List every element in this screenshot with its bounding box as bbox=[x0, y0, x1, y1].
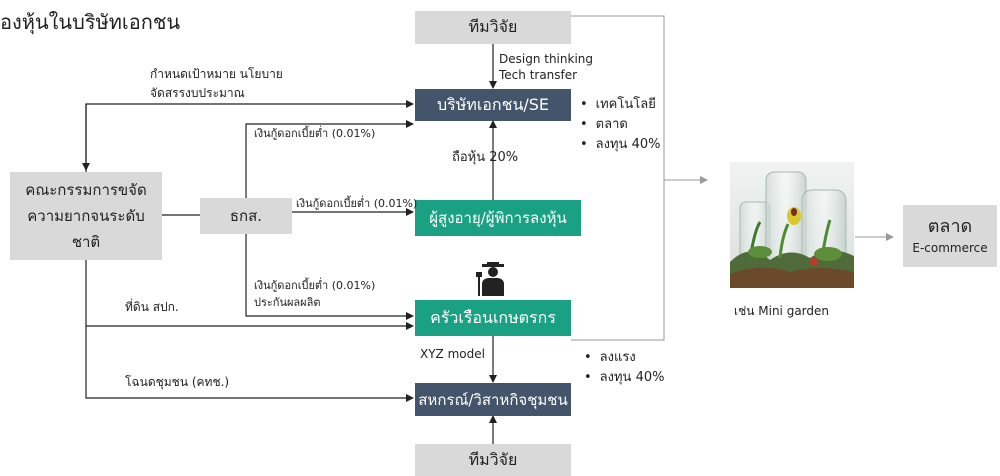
market-box: ตลาด E-commerce bbox=[903, 205, 997, 267]
page-title: องหุ้นในบริษัทเอกชน bbox=[0, 10, 181, 34]
label-loan-elderly: เงินกู้ดอกเบี้ยต่ำ (0.01%) bbox=[296, 197, 418, 210]
label-tech-transfer: Tech transfer bbox=[499, 68, 578, 82]
arrow-baac-farmers bbox=[245, 234, 414, 320]
farmers-box: ครัวเรือนเกษตรกร bbox=[415, 300, 571, 336]
bracket-line bbox=[571, 15, 665, 341]
label-loan-company: เงินกู้ดอกเบี้ยต่ำ (0.01%) bbox=[254, 127, 376, 140]
label-share: ถือหุ้น 20% bbox=[452, 150, 519, 165]
label-design-thinking: Design thinking bbox=[499, 52, 594, 66]
market-title: ตลาด bbox=[927, 216, 973, 237]
coop-points: ลงแรง ลงทุน 40% bbox=[584, 348, 665, 388]
market-subtitle: E-commerce bbox=[912, 241, 988, 255]
farmer-icon bbox=[476, 262, 504, 296]
company-points: เทคโนโลยี ตลาด ลงทุน 40% bbox=[580, 95, 661, 155]
label-loan-farmers: เงินกู้ดอกเบี้ยต่ำ (0.01%) bbox=[254, 279, 376, 292]
research-team-bottom: ทีมวิจัย bbox=[415, 444, 571, 476]
elderly-box: ผู้สูงอายุ/ผู้พิการลงหุ้น bbox=[415, 200, 581, 236]
label-insurance: ประกันผลผลิต bbox=[254, 296, 321, 309]
label-mini-garden: เช่น Mini garden bbox=[734, 304, 830, 318]
company-point: ลงทุน 40% bbox=[580, 135, 661, 155]
company-point: ตลาด bbox=[580, 115, 660, 135]
committee-box: คณะกรรมการขจัดความยากจนระดับชาติ bbox=[10, 172, 162, 260]
coop-point: ลงทุน 40% bbox=[584, 368, 665, 388]
label-budget: จัดสรรงบประมาณ bbox=[150, 86, 245, 100]
arrow-baac-company bbox=[245, 120, 414, 198]
research-team-top: ทีมวิจัย bbox=[415, 11, 571, 44]
baac-box: ธกส. bbox=[200, 198, 292, 234]
label-goal: กำหนดเป้าหมาย นโยบาย bbox=[150, 67, 283, 81]
label-land: ที่ดิน สปก. bbox=[125, 300, 179, 314]
company-point: เทคโนโลยี bbox=[580, 95, 660, 115]
coop-point: ลงแรง bbox=[584, 348, 664, 368]
coop-box: สหกรณ์/วิสาหกิจชุมชน bbox=[415, 383, 571, 416]
company-box: บริษัทเอกชน/SE bbox=[415, 89, 571, 121]
label-deed: โฉนดชุมชน (คทช.) bbox=[125, 375, 230, 389]
mini-garden-image bbox=[730, 162, 854, 288]
arrow-committee-coop bbox=[85, 326, 414, 402]
label-xyz-model: XYZ model bbox=[420, 347, 485, 361]
